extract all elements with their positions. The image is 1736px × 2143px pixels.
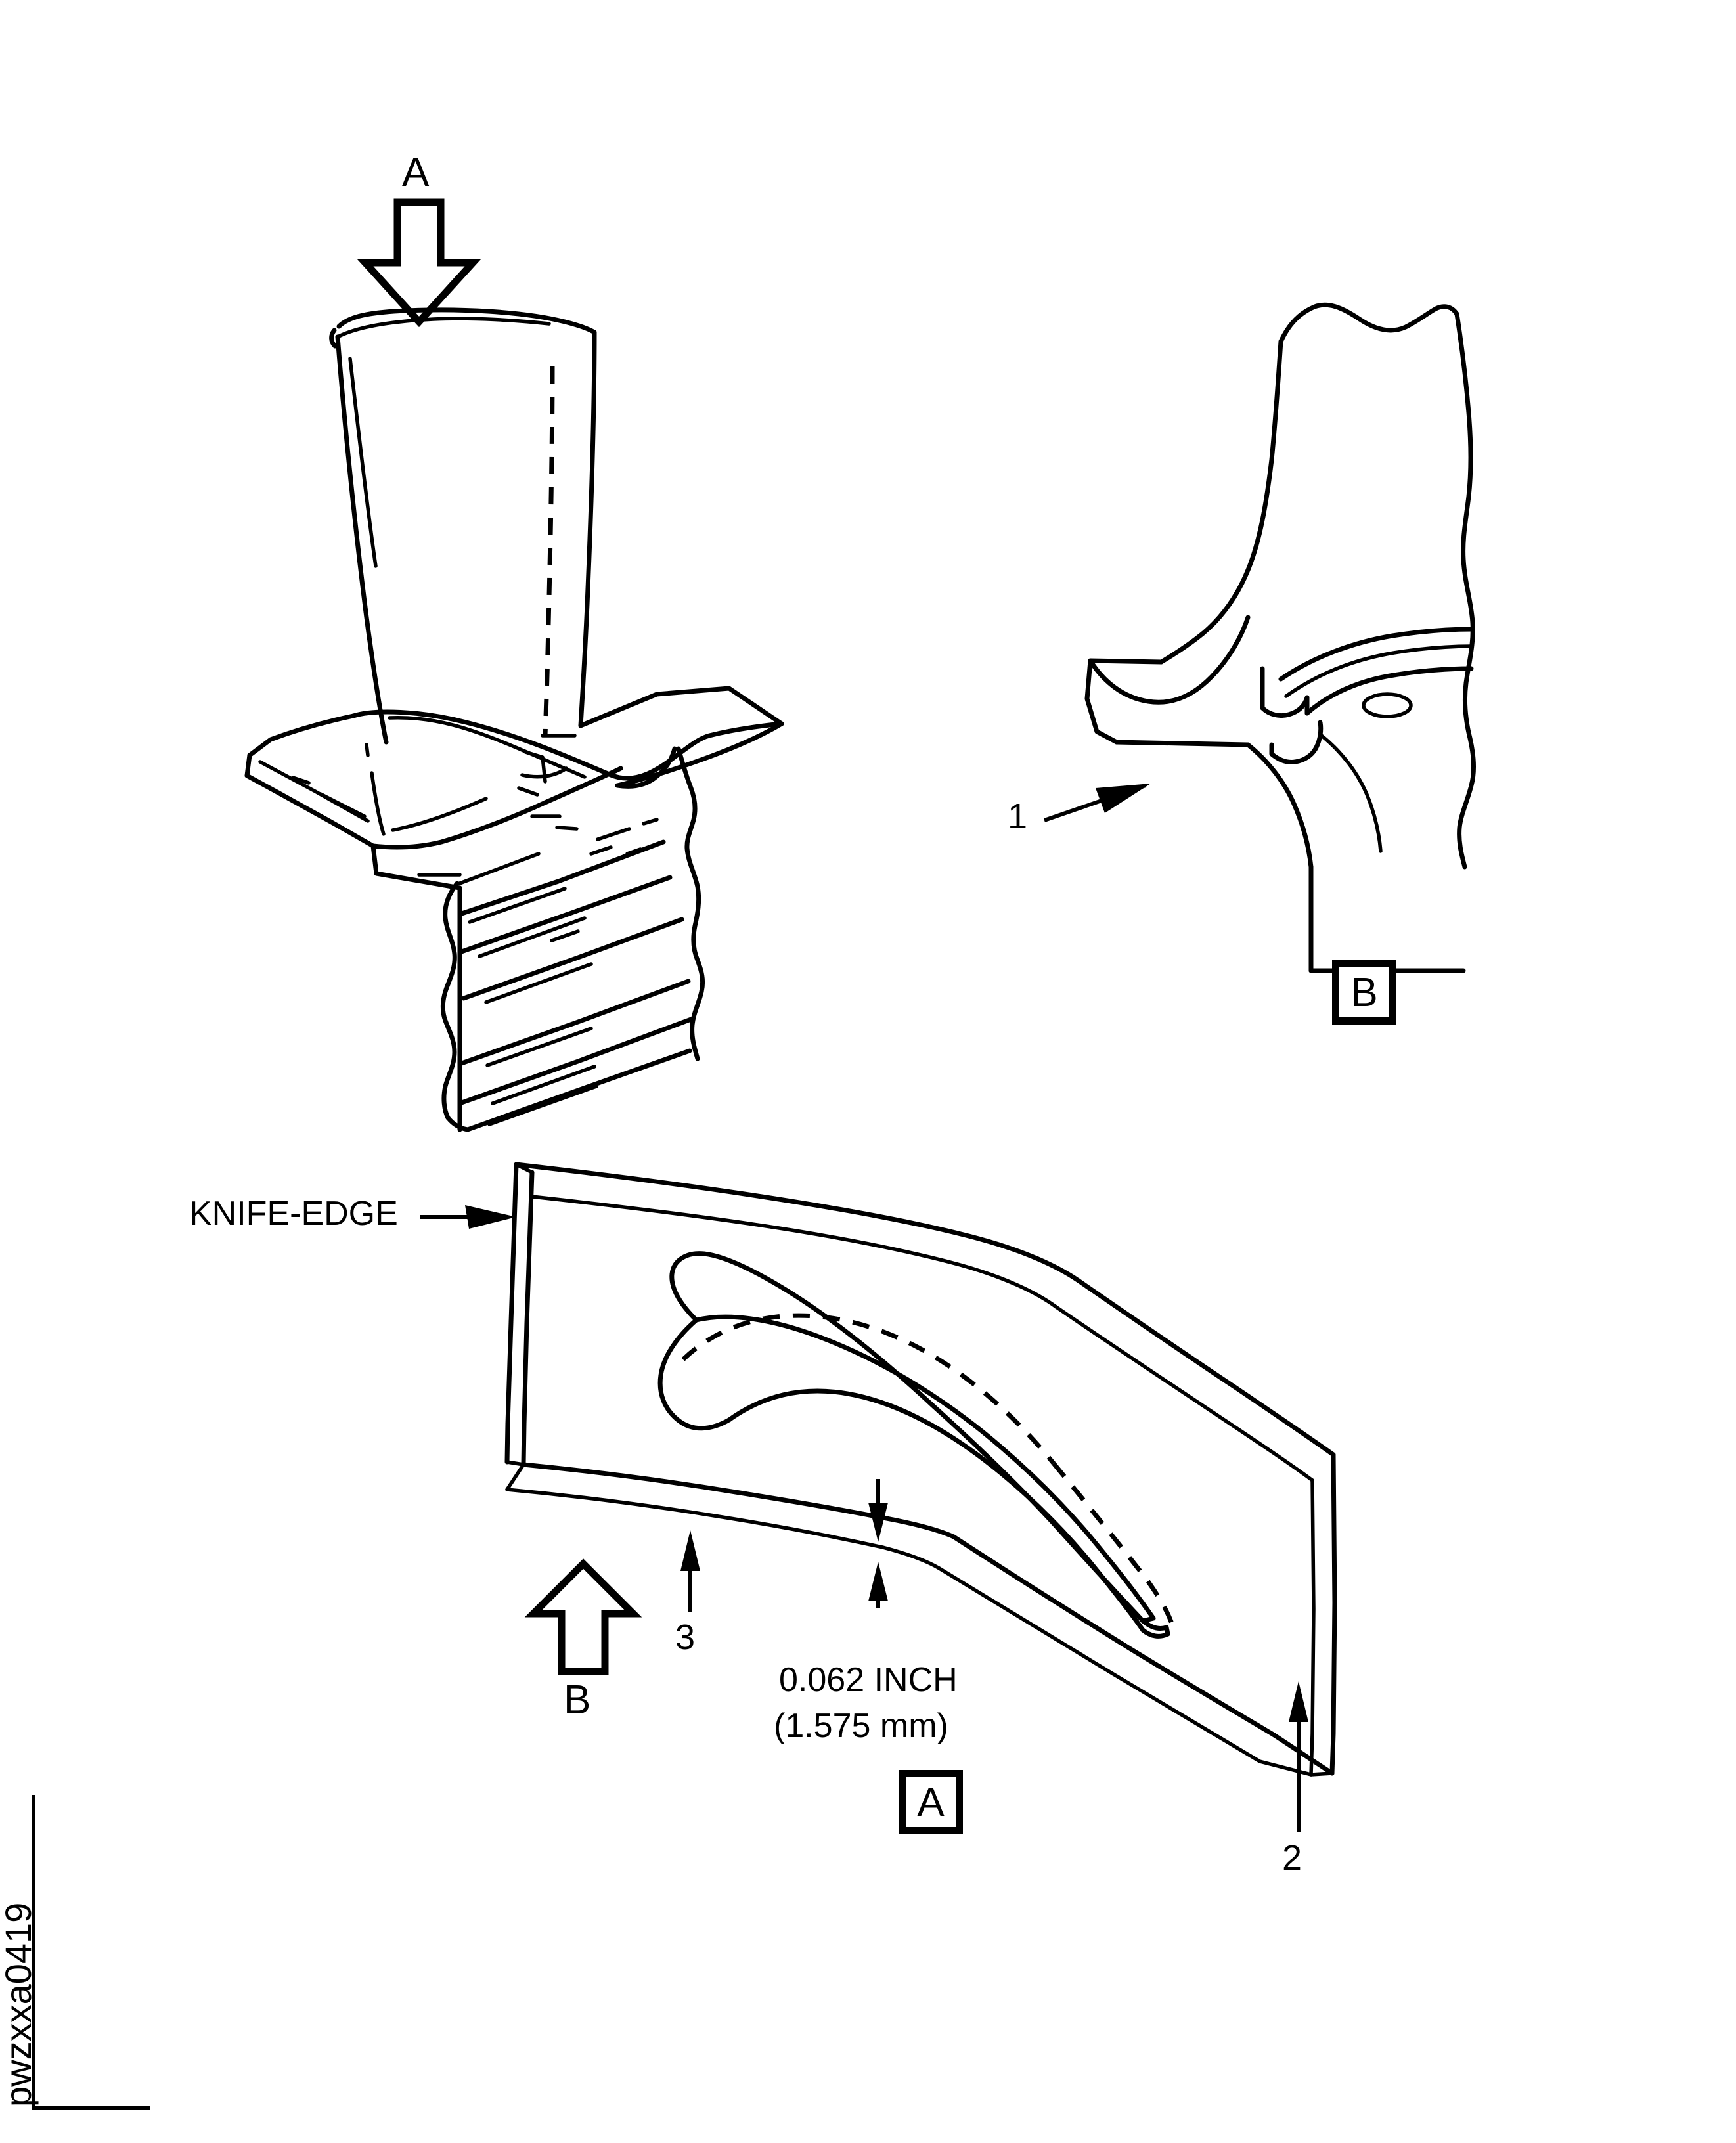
blade-platform-view-geometry — [504, 1162, 1337, 1777]
callout-1-leader — [1044, 784, 1151, 822]
callout-1-label: 1 — [1008, 797, 1028, 836]
detail-box-b: B — [1332, 960, 1396, 1025]
callout-3-label: 3 — [675, 1618, 696, 1657]
turbine-blade-isometric-geometry — [244, 307, 784, 1132]
blade-side-section-geometry — [1084, 302, 1477, 973]
view-arrow-a-label: A — [402, 150, 430, 195]
view-arrow-b-label: B — [564, 1677, 591, 1723]
knife-edge-leader — [420, 1205, 516, 1229]
thickness-dimension-arrows — [868, 1479, 888, 1608]
knife-edge-label: KNIFE-EDGE — [189, 1195, 398, 1233]
view-arrow-a-glyph — [357, 198, 481, 328]
detail-box-a: A — [899, 1770, 963, 1834]
callout-3-leader — [680, 1530, 700, 1612]
dimension-imperial: 0.062 INCH — [779, 1661, 958, 1699]
dimension-metric: (1.575 mm) — [774, 1707, 948, 1745]
view-arrow-b-glyph — [524, 1558, 642, 1675]
figure-id-label: pwzxxa0419 — [0, 1902, 39, 2107]
callout-2-leader — [1289, 1681, 1308, 1832]
callout-2-label: 2 — [1282, 1838, 1302, 1878]
figure-id-bracket — [32, 1795, 150, 2110]
